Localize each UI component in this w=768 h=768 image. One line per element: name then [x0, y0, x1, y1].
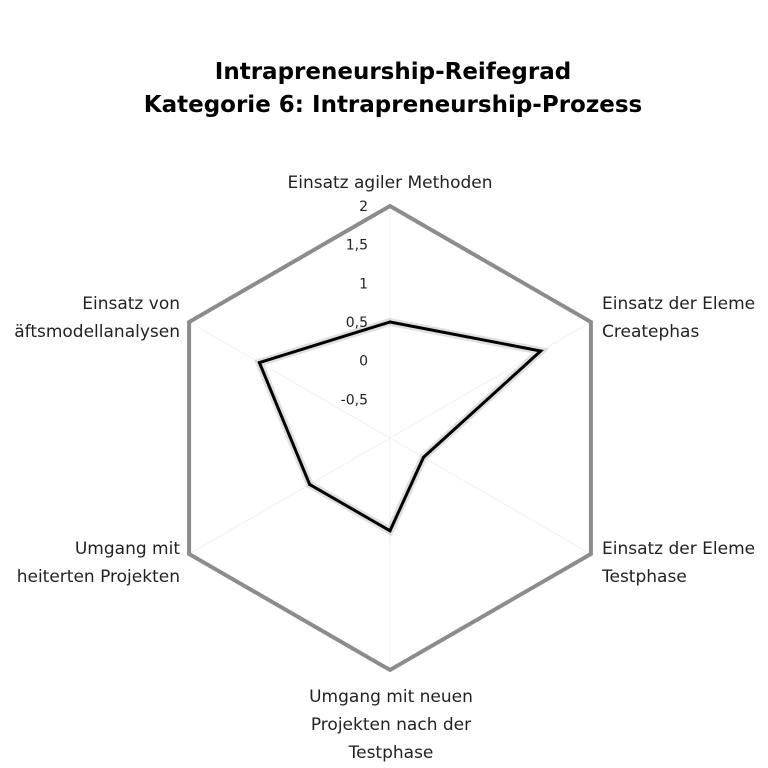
- axis-label-line: Einsatz der Eleme: [602, 539, 755, 559]
- data-point: [539, 349, 543, 353]
- tick-label: 1,5: [346, 238, 368, 254]
- axis-label-line: Testphase: [601, 567, 687, 587]
- axis-label: Umgang mit heiterten Projekten: [17, 539, 181, 587]
- axis-label-line: Testphase: [348, 743, 434, 763]
- axis-label-line: Einsatz von: [82, 294, 180, 314]
- axis-label-line: äftsmodellanalysen: [14, 322, 180, 342]
- tick-label: -0,5: [341, 392, 368, 408]
- tick-label: 0,5: [346, 315, 368, 331]
- series-layer: [254, 317, 550, 537]
- radar-spoke: [188, 321, 391, 439]
- tick-label: 2: [359, 199, 368, 215]
- frame-layer: [187, 203, 593, 673]
- tick-label: 0: [359, 354, 368, 370]
- chart-title: Intrapreneurship-Reifegrad Kategorie 6: …: [0, 56, 768, 122]
- axis-label-line: Umgang mit neuen: [309, 687, 473, 707]
- data-point: [421, 455, 425, 459]
- data-point: [308, 482, 312, 486]
- radar-spoke: [389, 321, 592, 439]
- axis-label-line: Einsatz der Eleme: [602, 294, 755, 314]
- series-shadow: [254, 317, 550, 537]
- axis-label: Einsatz agiler Methoden: [287, 173, 492, 193]
- axis-label-line: Createphas: [602, 322, 699, 342]
- data-point: [257, 361, 261, 365]
- chart-title-line-2: Kategorie 6: Intrapreneurship-Prozess: [143, 92, 643, 118]
- data-point: [388, 320, 392, 324]
- tick-layer: -0,5 0 0,5 1 1,5 2: [341, 199, 368, 408]
- tick-label: 1: [359, 276, 368, 292]
- axis-label: Einsatz von äftsmodellanalysen: [14, 294, 180, 342]
- data-point: [388, 529, 392, 533]
- axes-layer: [188, 206, 592, 670]
- axis-label-line: Umgang mit: [75, 539, 180, 559]
- radar-frame: [187, 203, 593, 673]
- chart-title-line-1: Intrapreneurship-Reifegrad: [214, 59, 572, 85]
- axis-label-line: Einsatz agiler Methoden: [287, 173, 492, 193]
- axis-label-line: Projekten nach der: [311, 715, 471, 735]
- axis-label-line: heiterten Projekten: [17, 567, 180, 587]
- radar-spoke: [188, 437, 391, 555]
